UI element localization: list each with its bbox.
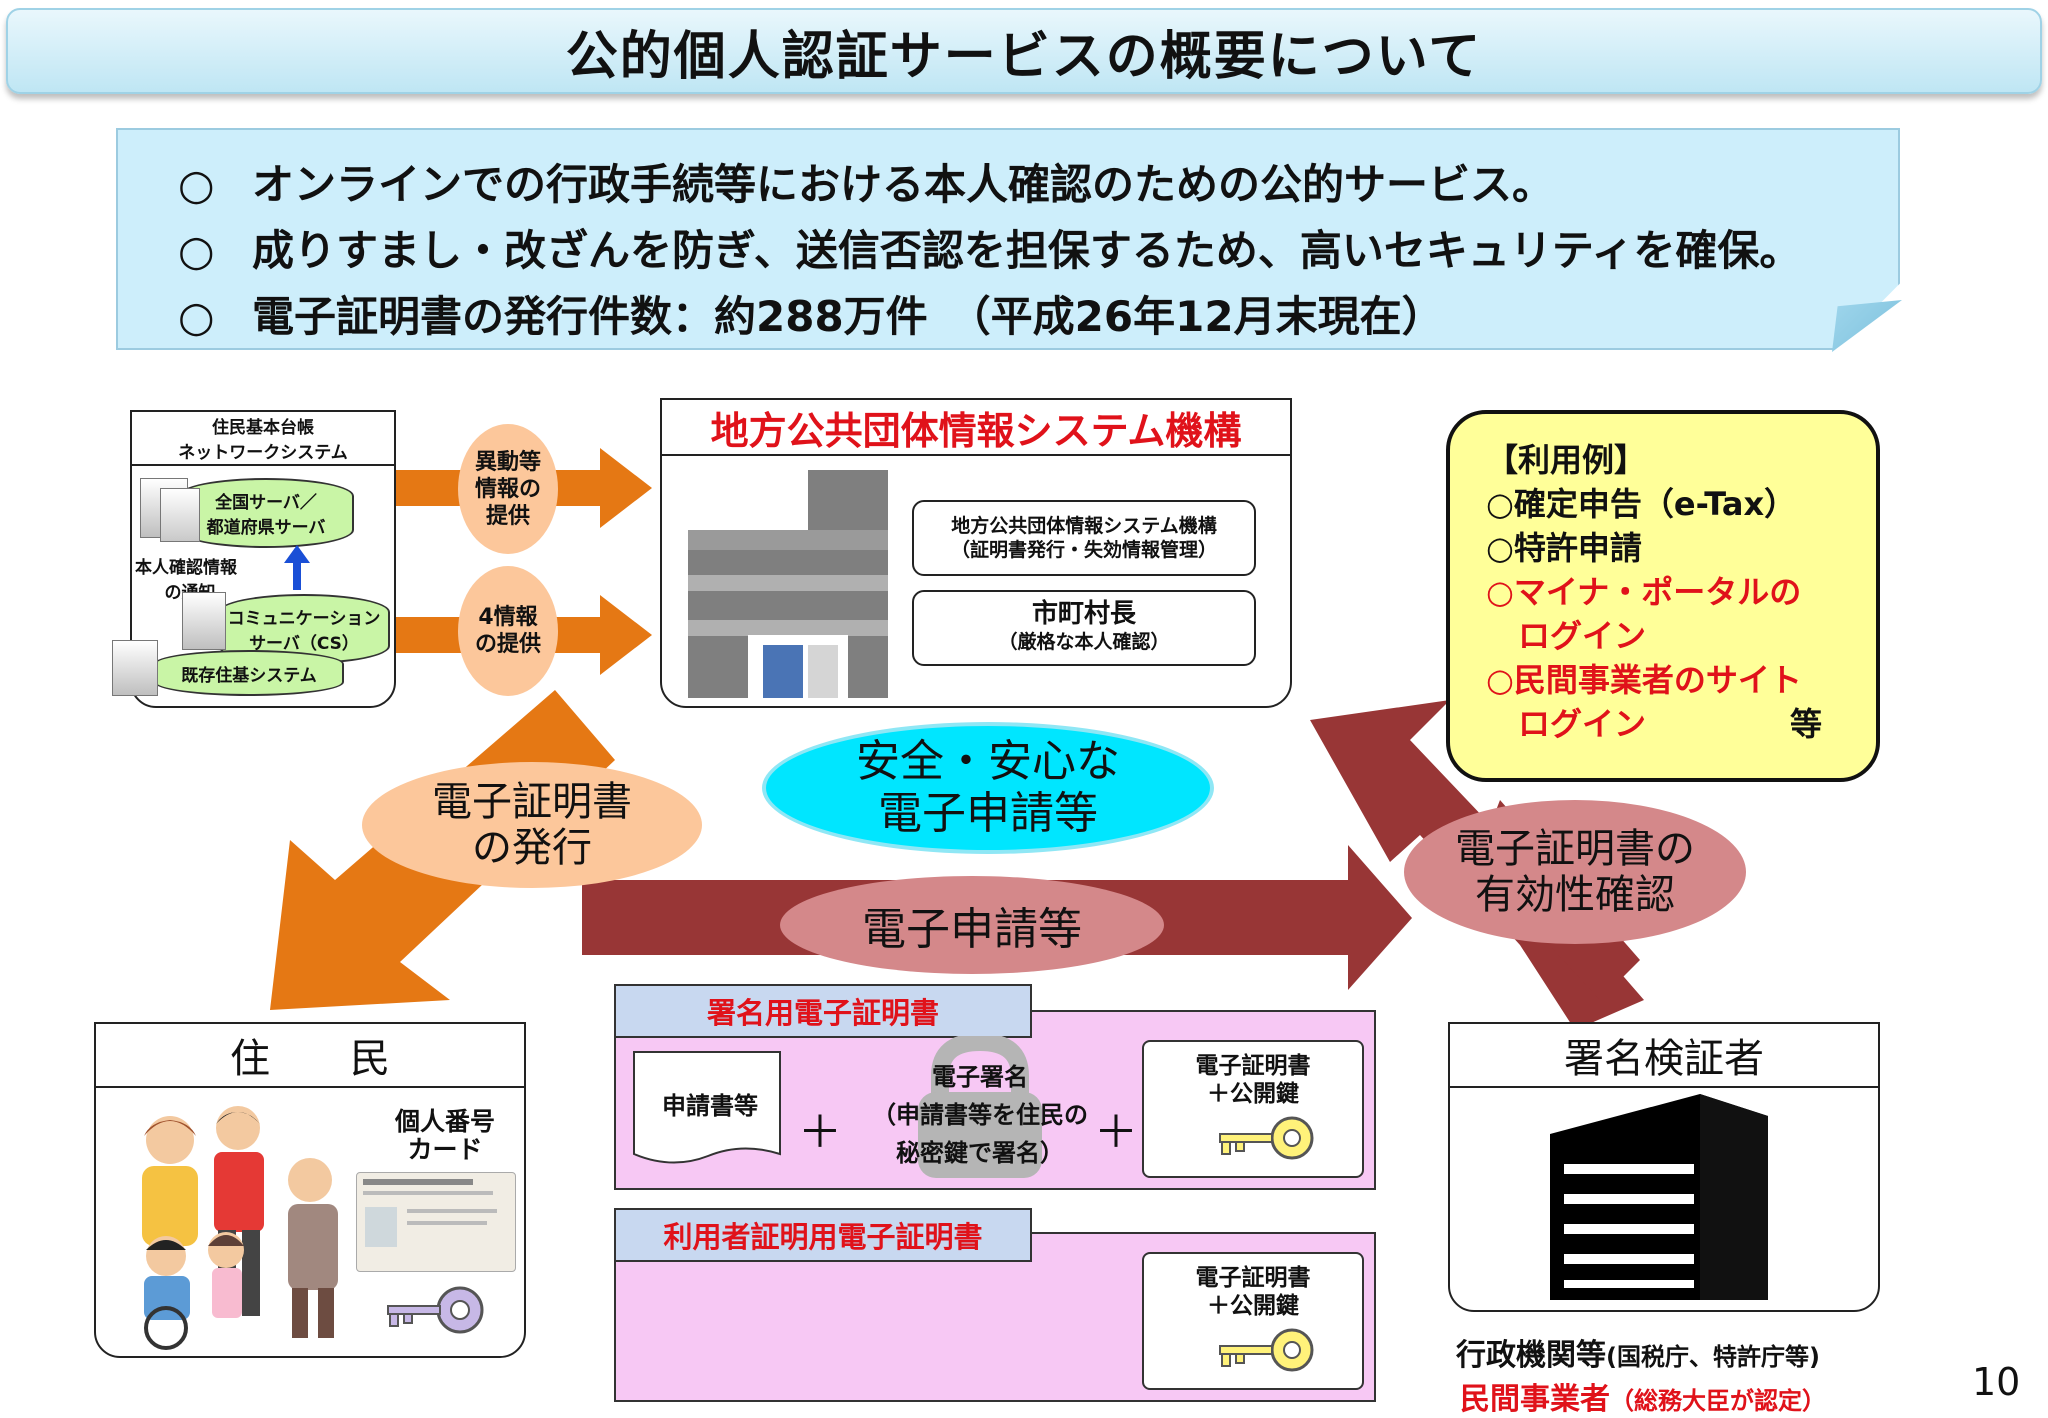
signature-line3: 秘密鍵で署名） — [896, 1139, 1064, 1167]
jlis-title: 地方公共団体情報システム機構 — [660, 398, 1292, 456]
signing-cert-scroll: 電子証明書 ＋公開鍵 — [1142, 1040, 1364, 1178]
change-info-label: 異動等情報の提供 — [458, 424, 558, 554]
existing-juki-cylinder: 既存住基システム — [154, 650, 344, 696]
summary-box: ○ オンラインでの行政手続等における本人確認のための公的サービス。 ○ 成りすまし・… — [116, 128, 1900, 350]
key-icon — [1219, 1328, 1314, 1372]
server-icon — [182, 592, 226, 650]
usage-item: ○特許申請 — [1486, 529, 1642, 567]
jlis-role-line2: （証明書発行・失効情報管理） — [950, 539, 1217, 561]
apply-label: 電子申請等 — [862, 904, 1082, 955]
verifier-gov-line: 行政機関等(国税庁、特許庁等) — [1456, 1330, 1820, 1374]
summary-text: オンラインでの行政手続等における本人確認のための公的サービス。 — [252, 160, 1555, 209]
signature-line2: （申請書等を住民の — [872, 1101, 1088, 1129]
verifier-title: 署名検証者 — [1448, 1022, 1880, 1088]
usage-last-right: 等 — [1789, 705, 1822, 743]
server-icon — [160, 488, 200, 542]
jlis-role-line1: 地方公共団体情報システム機構 — [951, 515, 1217, 537]
validity-line2: 有効性確認 — [1475, 872, 1675, 918]
four-info-label: 4情報の提供 — [458, 566, 558, 696]
verifier-private-sub: （総務大臣が認定） — [1610, 1387, 1826, 1415]
usage-header: 【利用例】 — [1486, 441, 1647, 479]
my-number-card-image — [356, 1172, 516, 1272]
user-cert-tag: 利用者証明用電子証明書 — [614, 1208, 1032, 1262]
verifier-gov-sub: (国税庁、特許庁等) — [1606, 1343, 1820, 1371]
page-number: 10 — [1972, 1360, 2021, 1404]
cs-label-line2: サーバ（CS） — [249, 634, 359, 654]
juki-net-title: 住民基本台帳 ネットワークシステム — [130, 410, 396, 466]
validity-ellipse: 電子証明書の 有効性確認 — [1404, 800, 1746, 944]
up-arrow-icon — [284, 545, 310, 590]
my-number-card-label: 個人番号 カード — [370, 1108, 520, 1164]
usage-examples-box: 【利用例】 ○確定申告（e-Tax） ○特許申請 ○マイナ・ポータルの ログイン ○民… — [1446, 410, 1880, 782]
resident-title: 住 民 — [94, 1022, 526, 1088]
usage-last-left: ログイン — [1486, 705, 1647, 743]
issue-line1: 電子証明書 — [432, 779, 632, 825]
issue-line2: の発行 — [472, 825, 592, 871]
juki-title-line2: ネットワークシステム — [178, 443, 348, 463]
key-icon — [387, 1286, 484, 1334]
existing-juki-label: 既存住基システム — [181, 665, 317, 686]
apply-ellipse: 電子申請等 — [780, 876, 1164, 974]
circle-mark: ○ — [178, 160, 215, 209]
summary-text: 電子証明書の発行件数：約288万件 （平成26年12月末現在） — [252, 292, 1444, 341]
summary-line: ○ 成りすまし・改ざんを防ぎ、送信否認を担保するため、高いセキュリティを確保。 — [178, 218, 1898, 284]
mayor-line1: 市町村長 — [1031, 599, 1136, 629]
usage-item: ログイン — [1486, 617, 1647, 655]
safe-line1: 安全・安心な — [856, 736, 1120, 787]
signing-cert-line1: 電子証明書 — [1195, 1053, 1311, 1079]
usage-item: ○確定申告（e-Tax） — [1486, 485, 1797, 523]
usage-item: ○マイナ・ポータルの — [1486, 573, 1802, 611]
usage-list: ○確定申告（e-Tax） ○特許申請 ○マイナ・ポータルの ログイン ○民間事業者のサ… — [1486, 482, 1876, 702]
cs-label-line1: コミュニケーション — [227, 609, 381, 629]
juki-title-line1: 住民基本台帳 — [212, 418, 314, 438]
server-icon — [112, 640, 158, 696]
signature-line1: 電子署名 — [932, 1063, 1028, 1091]
national-server-label: 全国サーバ／ — [215, 493, 317, 513]
safe-application-ellipse: 安全・安心な 電子申請等 — [762, 722, 1214, 854]
prefecture-server-label: 都道府県サーバ — [206, 518, 326, 538]
mayor-line2: （厳格な本人確認） — [998, 631, 1170, 653]
circle-mark: ○ — [178, 292, 215, 341]
digital-signature-label: 電子署名 （申請書等を住民の 秘密鍵で署名） — [850, 1058, 1110, 1172]
validity-line1: 電子証明書の — [1455, 826, 1695, 872]
usage-item: ○民間事業者のサイト — [1486, 661, 1802, 699]
user-cert-line1: 電子証明書 — [1195, 1265, 1311, 1291]
verifier-gov-main: 行政機関等 — [1456, 1338, 1606, 1373]
signing-cert-line2: ＋公開鍵 — [1207, 1081, 1299, 1107]
verifier-private-main: 民間事業者 — [1460, 1382, 1610, 1417]
key-icon — [1219, 1116, 1314, 1160]
family-illustration — [142, 1106, 338, 1350]
plus-sign: ＋ — [798, 1107, 842, 1158]
page-title: 公的個人認証サービスの概要について — [6, 8, 2042, 94]
jlis-role-box: 地方公共団体情報システム機構 （証明書発行・失効情報管理） — [912, 500, 1256, 576]
plus-sign: ＋ — [1094, 1107, 1138, 1158]
change-info-text: 異動等情報の提供 — [474, 449, 541, 529]
card-label-line2: カード — [407, 1135, 483, 1164]
issue-cert-ellipse: 電子証明書 の発行 — [362, 762, 702, 888]
safe-line2: 電子申請等 — [878, 788, 1098, 839]
user-cert-scroll: 電子証明書 ＋公開鍵 — [1142, 1252, 1364, 1390]
document-label: 申請書等 — [662, 1092, 758, 1120]
verifier-private-line: 民間事業者（総務大臣が認定） — [1460, 1374, 1826, 1418]
national-server-cylinder: 全国サーバ／ 都道府県サーバ — [178, 478, 354, 548]
four-info-text: 4情報の提供 — [474, 605, 541, 657]
document-icon — [633, 1051, 781, 1164]
mayor-box: 市町村長 （厳格な本人確認） — [912, 590, 1256, 666]
signing-cert-tag: 署名用電子証明書 — [614, 984, 1032, 1038]
circle-mark: ○ — [178, 226, 215, 275]
summary-line: ○ 電子証明書の発行件数：約288万件 （平成26年12月末現在） — [178, 284, 1898, 350]
lock-icon — [918, 1036, 1042, 1178]
identity-notice-line1: 本人確認情報 — [135, 558, 237, 578]
government-building-icon — [1550, 1094, 1768, 1300]
usage-last-line: ログイン 等 — [1486, 702, 1822, 746]
summary-line: ○ オンラインでの行政手続等における本人確認のための公的サービス。 — [178, 152, 1898, 218]
summary-text: 成りすまし・改ざんを防ぎ、送信否認を担保するため、高いセキュリティを確保。 — [252, 226, 1802, 275]
card-label-line1: 個人番号 — [394, 1107, 495, 1136]
user-cert-line2: ＋公開鍵 — [1207, 1293, 1299, 1319]
office-building-icon — [688, 470, 888, 698]
